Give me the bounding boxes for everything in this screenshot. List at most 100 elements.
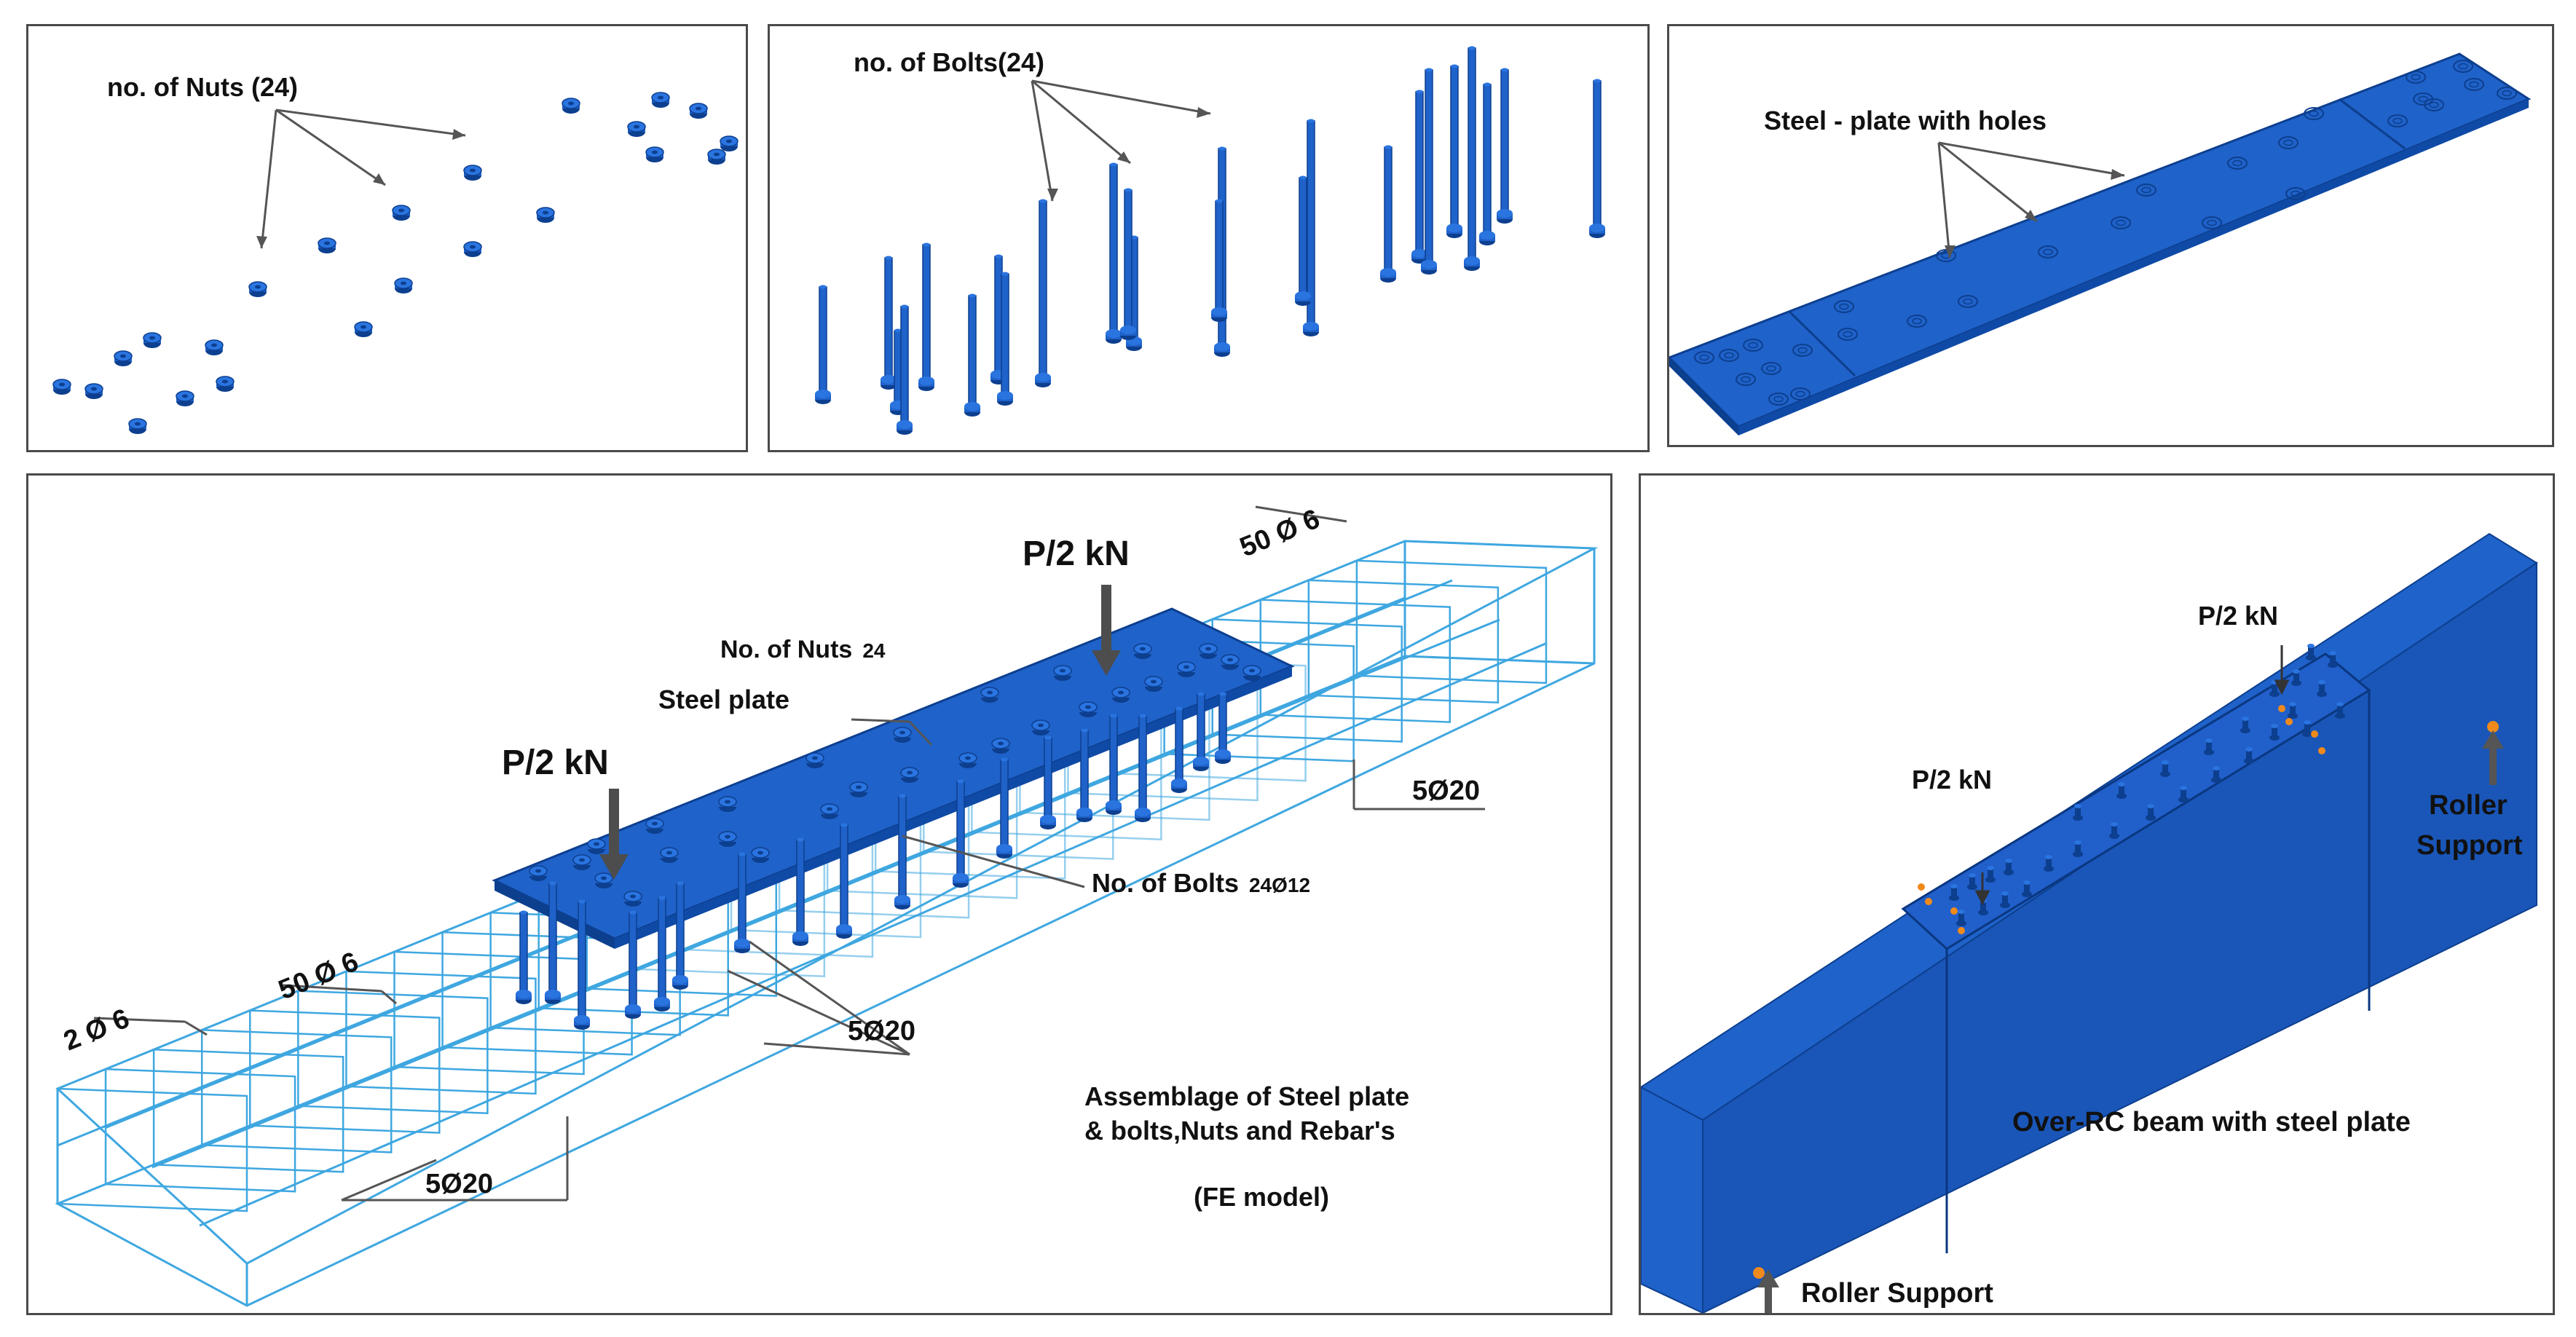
nut [991, 738, 1010, 754]
bolt [1211, 199, 1227, 322]
bolts-leaders [1031, 79, 1211, 202]
stirrup [1307, 579, 1500, 704]
plate-hole [2406, 71, 2426, 84]
plate-hole-inner [2502, 90, 2512, 97]
nut [392, 205, 411, 221]
plate-hole-inner [2309, 110, 2319, 117]
beam-bolt [2306, 644, 2316, 660]
plate-splice-right [2339, 98, 2406, 150]
bolt [1193, 692, 1209, 771]
nut [645, 146, 664, 162]
plate-hole-inner [2411, 74, 2421, 81]
plate-hole-inner [1795, 390, 1805, 398]
stirrup [104, 1068, 296, 1193]
beam-bolt [2291, 669, 2301, 686]
bolt [1106, 162, 1122, 344]
stirrup [249, 1009, 441, 1134]
beam-bolt [2109, 822, 2119, 839]
bolt [1497, 68, 1513, 224]
fe-bars-middle-label: 5Ø20 [848, 1016, 915, 1046]
beam-bolt [2004, 859, 2014, 875]
nuts-leaders [260, 109, 466, 249]
bolt [1421, 68, 1437, 275]
nut [849, 781, 868, 797]
nut [1199, 643, 1218, 659]
bolt [897, 304, 913, 435]
plate-drawing: Steel - plate with holes [1669, 52, 2532, 435]
nut [651, 92, 670, 108]
fe-steel-plate-front [615, 666, 1292, 949]
fe-drawing: P/2 kN P/2 kN 50 Ø 6 50 Ø 6 2 Ø 6 No. of… [55, 504, 1599, 1307]
stirrup [152, 1048, 344, 1173]
bolt [1589, 79, 1605, 238]
nut [114, 350, 133, 366]
bolt [836, 823, 852, 939]
plate-hole [1768, 393, 1789, 406]
nut [623, 891, 642, 907]
bolt [1215, 692, 1231, 764]
nut [594, 872, 613, 888]
beam-bolt [2000, 891, 2010, 908]
bolt [734, 852, 750, 953]
nut [1111, 687, 1130, 703]
beam-end-face [1641, 1086, 1703, 1313]
fe-stirrups-bottom-label: 50 Ø 6 [275, 947, 363, 1006]
nut [216, 376, 235, 392]
bolt [516, 910, 532, 1004]
beam-bolt [1967, 873, 1977, 890]
plate-hole-inner [1839, 303, 1849, 310]
plate-hole [2285, 187, 2306, 200]
plate-hole [2387, 114, 2408, 127]
plate-hole [2304, 107, 2324, 120]
nut [128, 418, 147, 434]
fe-bolts [516, 692, 1231, 1030]
plate-hole [1694, 351, 1714, 364]
plate-hole-inner [1741, 376, 1751, 383]
bolt [1479, 82, 1495, 245]
beam-bolt [2211, 766, 2221, 783]
bolt [1295, 175, 1311, 306]
nut [562, 98, 580, 114]
nut [900, 767, 919, 783]
bolt [672, 881, 688, 990]
plate-hole [1936, 249, 1956, 262]
nut [806, 752, 824, 768]
bolts-group [815, 46, 1605, 435]
plate-hole-inner [1766, 365, 1776, 372]
bolt [1076, 728, 1092, 822]
fe-bars-bottom-label: 5Ø20 [425, 1169, 493, 1199]
beam-bolt [2328, 651, 2338, 668]
fe-caption-line2: & bolts,Nuts and Rebar's [1084, 1116, 1395, 1145]
plate-panel: Steel - plate with holes [1667, 24, 2554, 447]
nut [318, 237, 336, 253]
bolt [1464, 46, 1480, 271]
plate-hole [2464, 78, 2484, 91]
stirrup [345, 970, 537, 1095]
stirrup [200, 1029, 393, 1153]
nut [1242, 665, 1261, 681]
plate-hole-inner [1724, 352, 1734, 359]
bolt [918, 242, 934, 391]
beam-bolt [2044, 855, 2054, 872]
nut [536, 207, 555, 223]
plate-hole-inner [2283, 139, 2293, 146]
beam-bolt [2269, 724, 2280, 741]
nut [720, 135, 738, 151]
bolt [1135, 714, 1151, 822]
fe-caption-line3: (FE model) [1194, 1182, 1329, 1212]
nuts-panel: no. of Nuts (24) [26, 24, 748, 452]
bolt [964, 293, 980, 417]
plate-hole-inner [1748, 342, 1758, 349]
plate-hole [2497, 87, 2517, 100]
nut [1221, 654, 1240, 670]
nut [1133, 643, 1152, 659]
beam-support-right-line1: Roller [2429, 790, 2508, 821]
plate-hole-inner [2043, 248, 2053, 256]
bolt [1040, 735, 1056, 829]
nut [707, 149, 726, 165]
fe-model-panel: P/2 kN P/2 kN 50 Ø 6 50 Ø 6 2 Ø 6 No. of… [26, 473, 1612, 1315]
plate-hole-inner [2291, 190, 2301, 197]
bolt [894, 794, 910, 910]
nut [587, 838, 606, 854]
